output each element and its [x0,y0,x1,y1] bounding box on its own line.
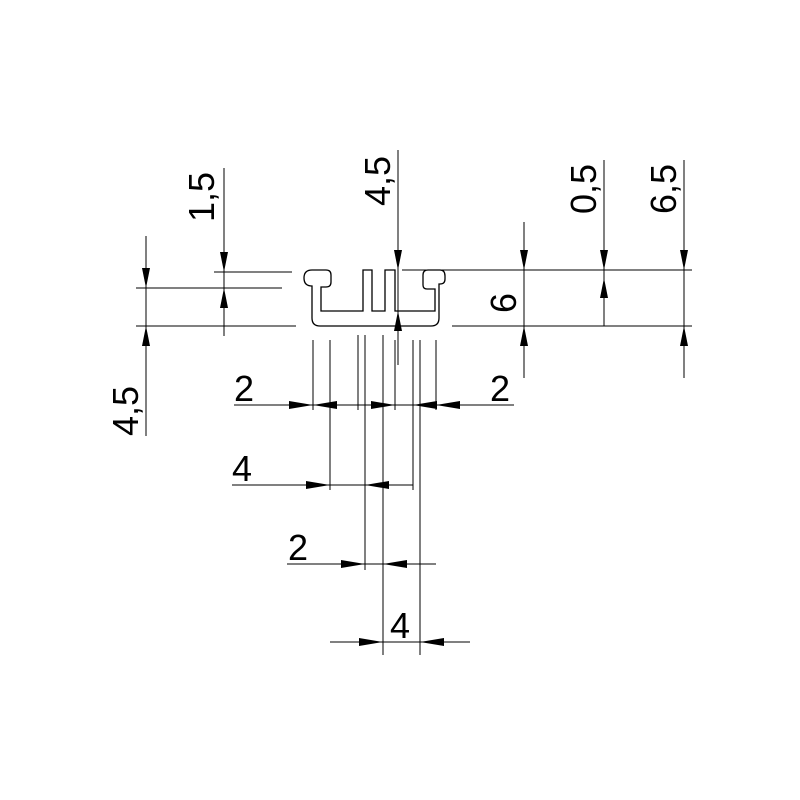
dim-label: 6 [483,293,524,313]
dim-label: 4,5 [357,156,398,206]
extension-lines [136,269,692,655]
profile-outline [303,269,446,327]
dim-row-3: 2 [287,527,436,568]
dim-label: 0,5 [563,164,604,214]
dim-label: 2 [288,527,308,568]
dim-right-0-5: 0,5 [563,160,608,326]
dim-left-1-5: 1,5 [181,168,228,336]
dim-row-2: 4 [232,448,413,489]
dim-label: 1,5 [181,172,222,222]
dim-right-6-5: 6,5 [643,160,688,378]
dim-label: 6,5 [643,164,684,214]
dim-left-4-5: 4,5 [105,236,150,436]
dim-row-4: 4 [330,605,470,646]
dim-label: 4 [390,605,410,646]
dim-center-4-5: 4,5 [357,150,402,365]
dim-height-6: 6 [483,222,528,378]
dim-row-1: 2 2 [234,368,514,409]
dim-label: 4,5 [105,386,146,436]
dim-label: 2 [490,368,510,409]
dim-label: 4 [232,448,252,489]
dim-label: 2 [234,368,254,409]
